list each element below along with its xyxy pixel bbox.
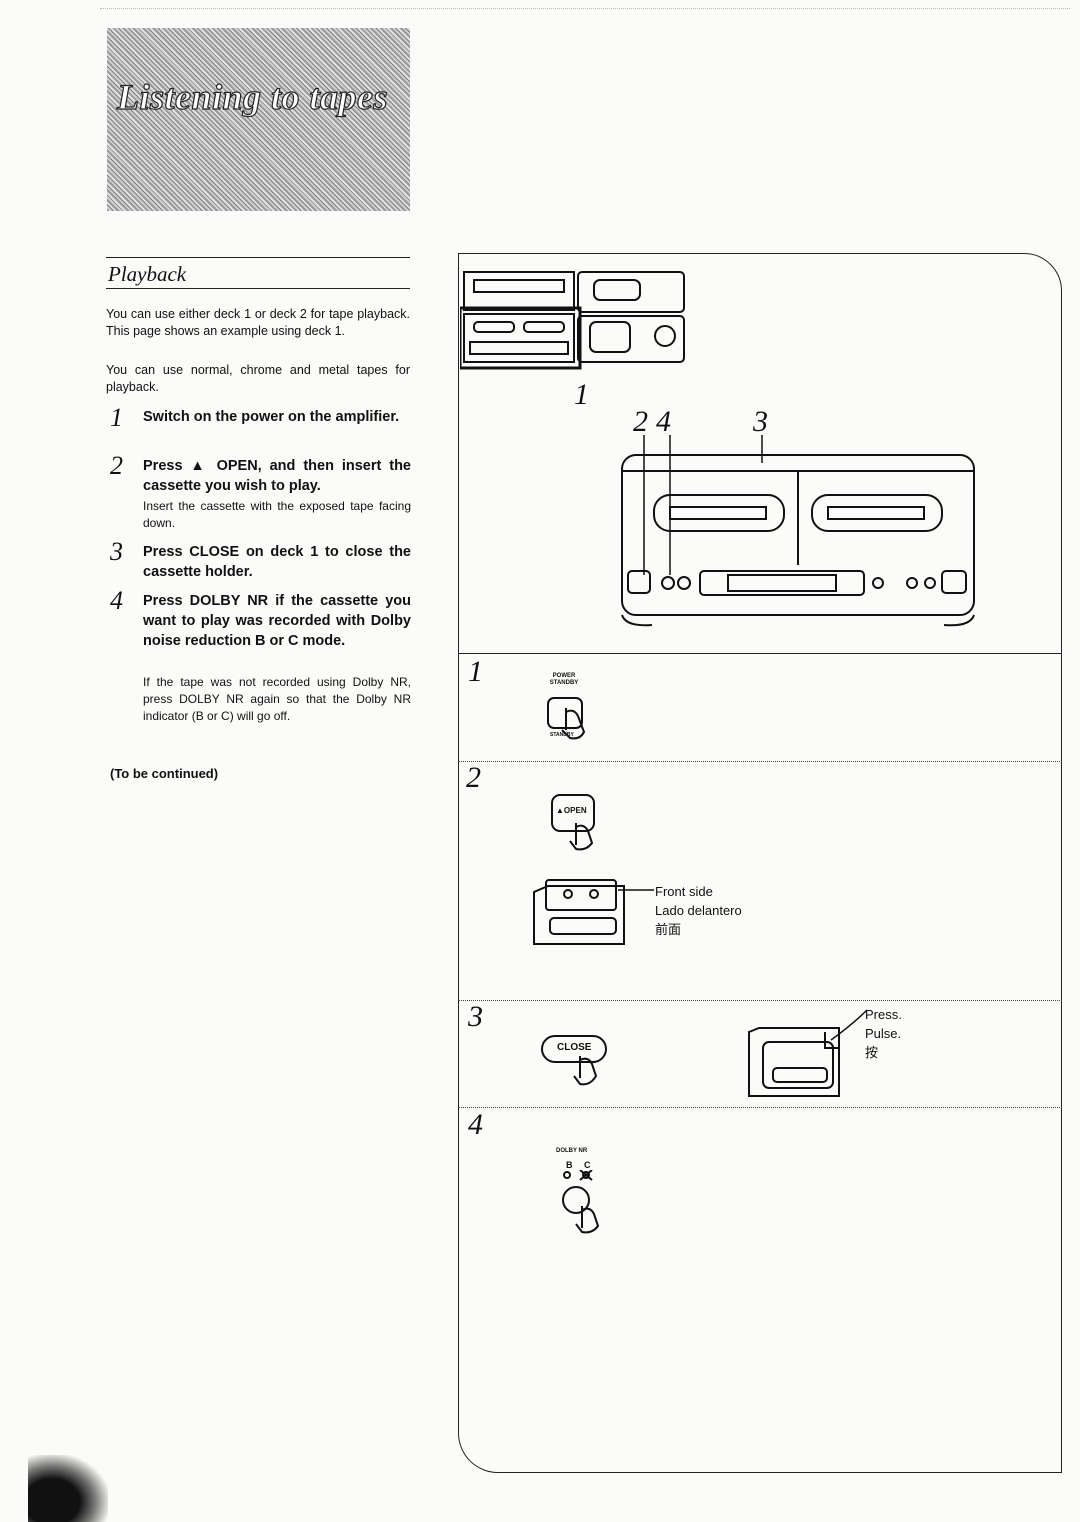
step-note-4: If the tape was not recorded using Dolby… xyxy=(143,675,411,723)
close-button-icon xyxy=(541,1035,607,1086)
panel-step-3: 3 xyxy=(468,1000,483,1033)
scan-artifact xyxy=(28,1455,108,1522)
page-top-rule xyxy=(100,8,1070,9)
press-zh: 按 xyxy=(865,1045,879,1060)
step-number-4: 4 xyxy=(110,586,123,615)
power-label-line-2: STANDBY xyxy=(549,680,579,686)
panel-step-2: 2 xyxy=(466,761,481,794)
step-number-3: 3 xyxy=(110,537,123,566)
panel-step-1: 1 xyxy=(468,655,483,688)
front-side-es: Lado delantero xyxy=(655,903,742,918)
callout-2: 2 xyxy=(633,405,648,438)
step-text-4: Press DOLBY NR if the cassette you want … xyxy=(143,593,411,649)
step-number-2: 2 xyxy=(110,451,123,480)
stereo-system-illustration xyxy=(460,271,685,370)
callout-4: 4 xyxy=(656,405,671,438)
intro-paragraph-1: You can use either deck 1 or deck 2 for … xyxy=(106,307,410,338)
cassette-deck-illustration xyxy=(621,435,975,627)
dolby-c-label: C xyxy=(584,1160,591,1170)
section-rule-top xyxy=(106,257,410,258)
callout-3: 3 xyxy=(753,405,768,438)
dolby-nr-button-icon xyxy=(562,1170,600,1234)
open-button-icon xyxy=(551,794,595,851)
panel-divider-solid xyxy=(458,653,1062,654)
section-rule-bottom xyxy=(106,288,410,289)
dolby-label: DOLBY NR xyxy=(556,1148,588,1154)
standby-label: STANDBY xyxy=(550,732,574,738)
cassette-insert-icon xyxy=(533,879,654,945)
front-side-labels: Front side Lado delantero 前面 xyxy=(655,882,742,939)
open-label: ▲OPEN xyxy=(556,806,587,815)
step-note-2: Insert the cassette with the exposed tap… xyxy=(143,499,411,530)
step-text-1: Switch on the power on the amplifier. xyxy=(143,409,400,425)
front-side-zh: 前面 xyxy=(655,922,682,937)
page-title: Listening to tapes xyxy=(116,76,389,117)
panel-divider-1 xyxy=(458,761,1062,762)
front-side-en: Front side xyxy=(655,884,713,899)
power-button-icon xyxy=(547,697,586,740)
dolby-b-label: B xyxy=(566,1160,573,1170)
panel-divider-3 xyxy=(458,1107,1062,1108)
power-label-line-1: POWER xyxy=(552,673,576,679)
callout-1: 1 xyxy=(574,378,589,411)
step-text-3: Press CLOSE on deck 1 to close the casse… xyxy=(143,544,411,580)
cassette-holder-icon xyxy=(748,1009,868,1097)
section-title: Playback xyxy=(108,262,187,286)
close-label: CLOSE xyxy=(557,1042,592,1053)
press-labels: Press. Pulse. 按 xyxy=(865,1005,902,1062)
step-text-2: Press ▲ OPEN, and then insert the casset… xyxy=(143,458,411,494)
title-banner: Listening to tapes xyxy=(107,28,410,211)
intro-paragraph-2: You can use normal, chrome and metal tap… xyxy=(106,363,410,394)
step-number-1: 1 xyxy=(110,403,123,432)
power-label: POWER STANDBY xyxy=(546,673,582,687)
to-be-continued: (To be continued) xyxy=(110,766,219,781)
press-es: Pulse. xyxy=(865,1026,902,1041)
panel-step-4: 4 xyxy=(468,1108,483,1141)
press-en: Press. xyxy=(865,1007,902,1022)
panel-divider-2 xyxy=(458,1000,1062,1001)
illustration-panel xyxy=(458,253,1062,1473)
